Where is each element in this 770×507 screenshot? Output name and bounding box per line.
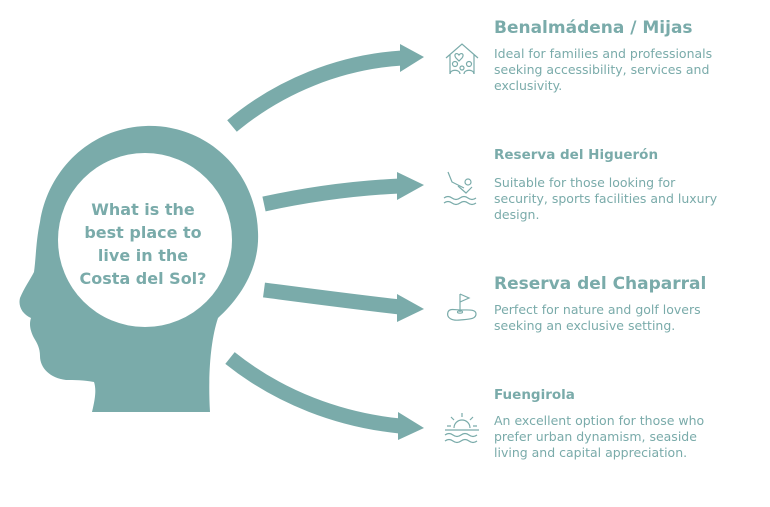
question-line: Costa del Sol?: [79, 269, 207, 288]
description-line: Perfect for nature and golf lovers: [494, 302, 701, 317]
description-line: Suitable for those looking for: [494, 175, 676, 190]
option-description: An excellent option for those who prefer…: [494, 413, 744, 461]
arrow-chaparral: [263, 282, 424, 322]
option-title: Fuengirola: [494, 387, 575, 403]
question-text: What is the best place to live in the Co…: [70, 198, 216, 290]
option-benalmadena: Benalmádena / Mijas Ideal for families a…: [494, 18, 744, 94]
option-description: Suitable for those looking for security,…: [494, 175, 744, 223]
question-line: live in the: [97, 246, 189, 265]
golf-flag-icon: [442, 288, 482, 328]
arrow-benalmadena: [227, 44, 424, 132]
option-description: Ideal for families and professionals see…: [494, 46, 744, 94]
option-chaparral: Reserva del Chaparral Perfect for nature…: [494, 274, 744, 334]
description-line: seeking accessibility, services and: [494, 62, 710, 77]
swimmer-icon: [442, 168, 482, 208]
description-line: prefer urban dynamism, seaside: [494, 429, 697, 444]
family-house-icon: [442, 40, 482, 80]
beach-sun-icon: [442, 408, 482, 448]
question-line: best place to: [84, 223, 202, 242]
description-line: living and capital appreciation.: [494, 445, 688, 460]
option-title: Reserva del Chaparral: [494, 274, 707, 294]
option-fuengirola: Fuengirola An excellent option for those…: [494, 387, 744, 461]
description-line: An excellent option for those who: [494, 413, 705, 428]
description-line: security, sports facilities and luxury: [494, 191, 718, 206]
option-title: Reserva del Higuerón: [494, 147, 659, 163]
description-line: seeking an exclusive setting.: [494, 318, 676, 333]
option-higueron: Reserva del Higuerón Suitable for those …: [494, 147, 744, 223]
description-line: exclusivity.: [494, 78, 563, 93]
option-description: Perfect for nature and golf lovers seeki…: [494, 302, 744, 334]
description-line: design.: [494, 207, 540, 222]
arrow-higueron: [262, 172, 424, 212]
description-line: Ideal for families and professionals: [494, 46, 713, 61]
option-title: Benalmádena / Mijas: [494, 18, 693, 38]
arrow-fuengirola: [225, 352, 424, 440]
question-circle: [58, 153, 232, 327]
question-line: What is the: [91, 200, 195, 219]
